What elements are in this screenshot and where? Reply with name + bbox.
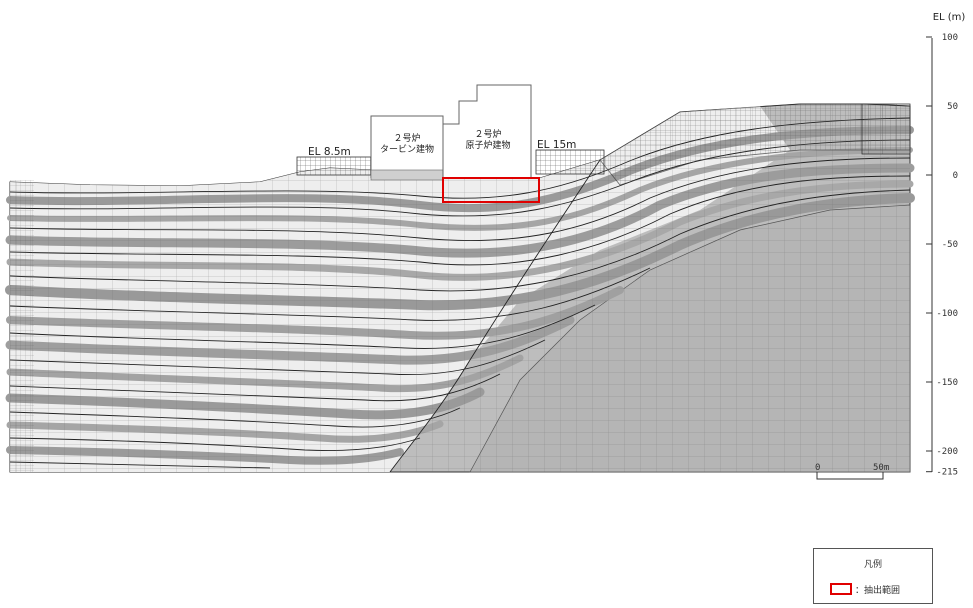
legend-item-label: ：抽出範囲: [855, 585, 901, 596]
axis-tick-label-0: 100: [942, 33, 958, 43]
legend-red-box-swatch: [830, 583, 852, 595]
right-top-block: [861, 103, 911, 155]
axis-tick-label-2: 0: [953, 171, 958, 181]
elevation-axis-ticks: 100 50 0 -50 -100 -150 -200 -215: [926, 33, 958, 478]
extraction-range-box: [442, 177, 540, 203]
el-8-5m-label: EL 8.5m: [308, 146, 351, 158]
el-15m-label: EL 15m: [537, 139, 576, 151]
elevation-axis-title: EL (m): [933, 12, 966, 23]
axis-tick-label-4: -100: [936, 309, 958, 319]
mesh-overlay: [10, 104, 910, 472]
reactor-label-line2: 原子炉建物: [465, 139, 510, 151]
el85-platform: [296, 156, 376, 176]
legend-title: 凡例: [863, 560, 882, 570]
left-edge-hatch: [10, 180, 34, 472]
turbine-label-line2: タービン建物: [380, 143, 434, 155]
axis-tick-label-7: -215: [936, 468, 958, 478]
axis-tick-label-1: 50: [947, 102, 958, 112]
scale-zero-label: 0: [815, 463, 820, 473]
reactor-label-line1: ２号炉: [474, 128, 501, 140]
scale-bar: 0 50m: [815, 463, 889, 480]
legend: 凡例 ：抽出範囲: [813, 548, 933, 604]
axis-tick-label-6: -200: [936, 447, 958, 457]
axis-tick-label-3: -50: [942, 240, 958, 250]
scale-50m-label: 50m: [873, 463, 889, 473]
axis-tick-label-5: -150: [936, 378, 958, 388]
turbine-label-line1: ２号炉: [393, 132, 420, 144]
el15-platform: [535, 149, 605, 175]
legend-item: ：抽出範囲: [830, 582, 900, 596]
reactor-building: [442, 84, 532, 178]
turbine-foundation: [370, 169, 444, 181]
